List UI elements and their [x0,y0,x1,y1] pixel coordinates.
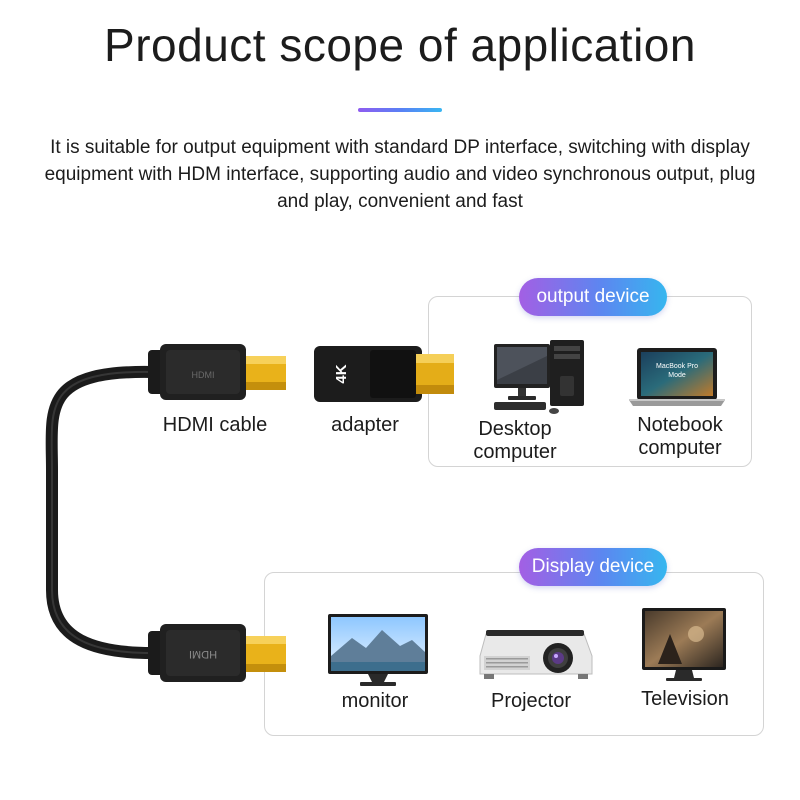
notebook-computer-icon: MacBook Pro Mode [629,348,725,406]
desktop-computer-icon [494,340,584,414]
hdmi-cable-icon: HDMI HDMI [45,344,286,682]
page-title: Product scope of application [104,19,696,71]
notebook-computer-label: Notebook computer [620,414,740,460]
television-label: Television [641,688,729,710]
projector-icon [479,630,593,679]
svg-text:4K: 4K [333,364,350,383]
hdmi-cable-label: HDMI cable [162,414,268,436]
svg-text:HDMI: HDMI [192,370,215,380]
title-underline [358,108,442,112]
svg-text:HDMI: HDMI [189,648,217,660]
svg-text:MacBook Pro: MacBook Pro [656,363,698,370]
svg-text:Mode: Mode [668,372,686,379]
desktop-label-line2: computer [473,441,557,463]
description-text: It is suitable for output equipment with… [44,137,756,212]
projector-label: Projector [490,690,572,712]
monitor-icon [328,614,428,686]
adapter-label: adapter [331,414,399,436]
display-device-title: Display device [519,548,667,586]
output-device-title: output device [519,278,667,316]
television-icon [642,608,726,681]
notebook-label-line2: computer [638,437,722,459]
dp-adapter-icon: 4K [314,346,454,402]
monitor-label: monitor [341,690,409,712]
notebook-label-line1: Notebook [637,414,723,436]
desktop-label-line1: Desktop [478,418,552,440]
desktop-computer-label: Desktop computer [460,418,570,464]
